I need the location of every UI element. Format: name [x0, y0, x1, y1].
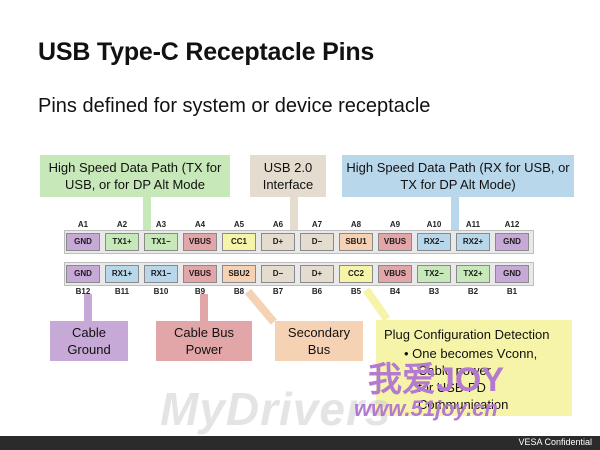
usb2-connector	[290, 196, 298, 234]
plug-bullet-3: for USB-PD	[418, 380, 486, 395]
pin-row-b-background	[64, 262, 534, 286]
tx-callout: High Speed Data Path (TX for USB, or for…	[40, 155, 230, 197]
pin-number-b3: B3	[428, 287, 440, 296]
pin-a6: D+	[261, 233, 295, 251]
footer-text: VESA Confidential	[518, 437, 592, 447]
pin-number-b2: B2	[467, 287, 479, 296]
pin-a1: GND	[66, 233, 100, 251]
pin-number-a10: A10	[426, 220, 442, 229]
pin-a12: GND	[495, 233, 529, 251]
ground-callout-text: Cable Ground	[67, 325, 111, 357]
rx-callout: High Speed Data Path (RX for USB, or TX …	[342, 155, 574, 197]
pin-number-b9: B9	[194, 287, 206, 296]
pin-number-b7: B7	[272, 287, 284, 296]
pin-number-a11: A11	[465, 220, 481, 229]
pin-b11: RX1+	[105, 265, 139, 283]
mydrivers-watermark: MyDrivers	[160, 383, 392, 435]
pin-b12: GND	[66, 265, 100, 283]
pin-a8: SBU1	[339, 233, 373, 251]
pin-number-a1: A1	[77, 220, 89, 229]
pin-a5: CC1	[222, 233, 256, 251]
pin-a9: VBUS	[378, 233, 412, 251]
rx-callout-text: High Speed Data Path (RX for USB, or TX …	[346, 160, 570, 192]
tx-callout-text: High Speed Data Path (TX for USB, or for…	[48, 160, 222, 192]
power-callout-text: Cable Bus Power	[174, 325, 234, 357]
pin-number-a4: A4	[194, 220, 206, 229]
pin-number-b12: B12	[75, 287, 91, 296]
pin-number-a2: A2	[116, 220, 128, 229]
power-connector	[200, 294, 208, 324]
pin-number-b4: B4	[389, 287, 401, 296]
pin-a3: TX1−	[144, 233, 178, 251]
pin-a2: TX1+	[105, 233, 139, 251]
pin-number-a9: A9	[389, 220, 401, 229]
pin-b7: D−	[261, 265, 295, 283]
pin-b3: TX2−	[417, 265, 451, 283]
pin-b2: TX2+	[456, 265, 490, 283]
pin-b8: SBU2	[222, 265, 256, 283]
sbu-callout: Secondary Bus	[275, 321, 363, 361]
usb2-callout: USB 2.0 Interface	[250, 155, 326, 197]
pin-b5: CC2	[339, 265, 373, 283]
plug-bullet-4: Communication	[418, 397, 509, 412]
ground-connector	[84, 294, 92, 324]
pin-b6: D+	[300, 265, 334, 283]
plug-bullet-2: Cable power	[418, 363, 491, 378]
tx-connector	[143, 196, 151, 234]
power-callout: Cable Bus Power	[156, 321, 252, 361]
footer-bar: VESA Confidential	[0, 436, 600, 450]
pin-number-a12: A12	[504, 220, 520, 229]
pin-a10: RX2−	[417, 233, 451, 251]
pin-number-a5: A5	[233, 220, 245, 229]
pin-row-a-background	[64, 230, 534, 254]
joy-watermark: 我爱JOY	[368, 361, 505, 399]
pin-number-a8: A8	[350, 220, 362, 229]
pin-number-b10: B10	[153, 287, 169, 296]
pin-number-a3: A3	[155, 220, 167, 229]
plug-callout-title: Plug Configuration Detection	[384, 327, 550, 342]
plug-bullet-1: • One becomes Vconn,	[404, 346, 538, 361]
pin-number-a7: A7	[311, 220, 323, 229]
sbu-callout-text: Secondary Bus	[287, 325, 351, 357]
pin-a11: RX2+	[456, 233, 490, 251]
pin-b4: VBUS	[378, 265, 412, 283]
usb2-callout-text: USB 2.0 Interface	[262, 160, 314, 192]
pin-number-b11: B11	[114, 287, 130, 296]
ground-callout: Cable Ground	[50, 321, 128, 361]
pin-number-b1: B1	[506, 287, 518, 296]
slide-title: USB Type-C Receptacle Pins	[38, 38, 375, 66]
pin-a7: D−	[300, 233, 334, 251]
plug-callout: Plug Configuration Detection • One becom…	[376, 320, 572, 416]
pin-number-b5: B5	[350, 287, 362, 296]
pin-number-b8: B8	[233, 287, 245, 296]
pin-b9: VBUS	[183, 265, 217, 283]
slide-subtitle: Pins defined for system or device recept…	[38, 95, 431, 117]
pin-b10: RX1−	[144, 265, 178, 283]
rx-connector	[451, 196, 459, 234]
pin-a4: VBUS	[183, 233, 217, 251]
url-watermark: www.51joy.cn	[354, 396, 498, 421]
plug-bullet-1-text: One becomes Vconn,	[412, 346, 538, 361]
pin-b1: GND	[495, 265, 529, 283]
pin-number-a6: A6	[272, 220, 284, 229]
pin-number-b6: B6	[311, 287, 323, 296]
